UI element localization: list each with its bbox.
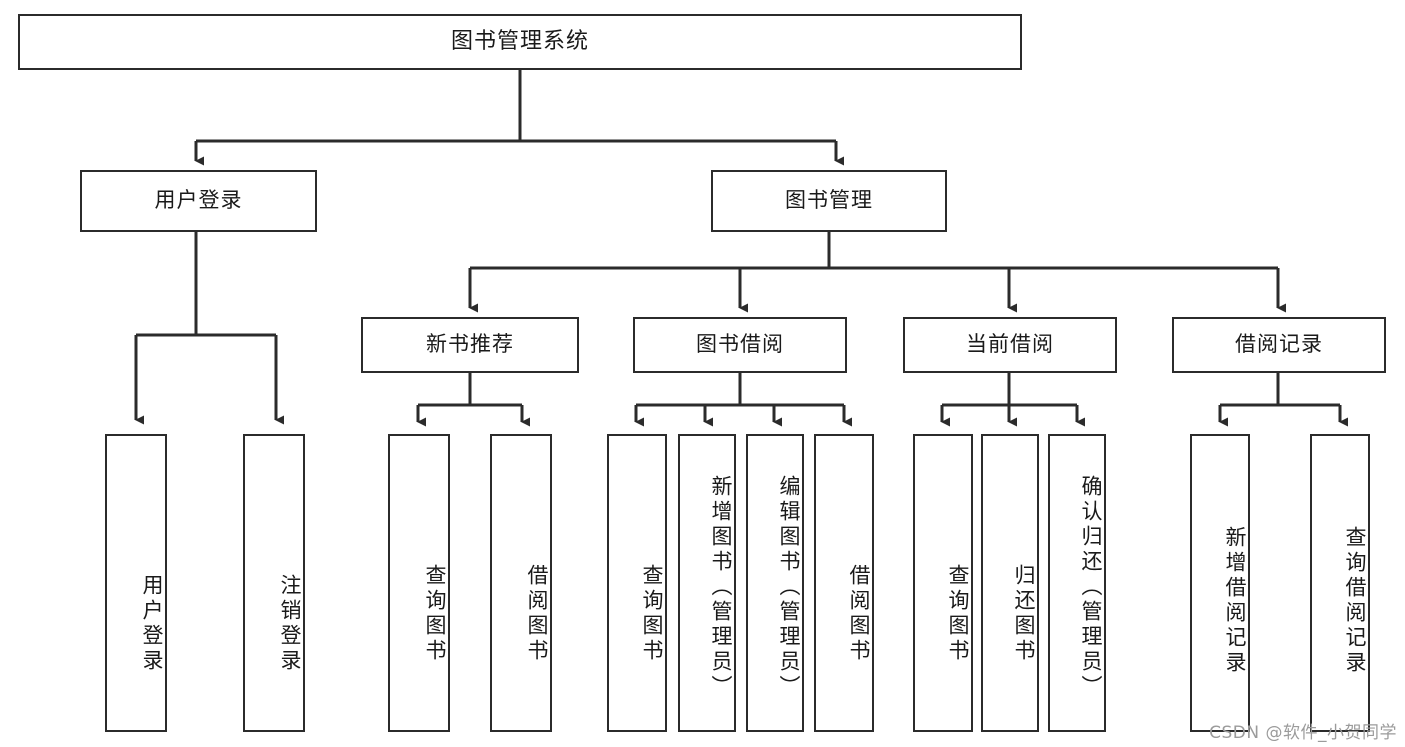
node-leaf-label: 查询借阅记录 xyxy=(1343,526,1367,676)
node-leaf-book-borrow-edit-book-admin[interactable]: 编辑图书（管理员） xyxy=(746,434,804,732)
node-leaf-book-borrow-add-book-admin[interactable]: 新增图书（管理员） xyxy=(678,434,736,732)
node-leaf-user-login-login[interactable]: 用户登录 xyxy=(105,434,167,732)
node-leaf-book-borrow-borrow-book[interactable]: 借阅图书 xyxy=(814,434,874,732)
node-leaf-new-book-borrow-book[interactable]: 借阅图书 xyxy=(490,434,552,732)
node-current-borrow[interactable]: 当前借阅 xyxy=(903,317,1117,373)
node-leaf-label: 新增图书（管理员） xyxy=(709,474,733,700)
node-book-management-label: 图书管理 xyxy=(785,188,873,213)
node-leaf-label: 编辑图书（管理员） xyxy=(777,474,801,700)
node-new-book-recommend[interactable]: 新书推荐 xyxy=(361,317,579,373)
node-leaf-label: 查询图书 xyxy=(423,564,447,664)
csdn-watermark: CSDN @软件_小贺同学 xyxy=(1209,723,1397,743)
node-new-book-recommend-label: 新书推荐 xyxy=(426,332,514,357)
node-leaf-user-login-logout[interactable]: 注销登录 xyxy=(243,434,305,732)
node-leaf-label: 借阅图书 xyxy=(525,564,549,664)
node-leaf-new-book-query-book[interactable]: 查询图书 xyxy=(388,434,450,732)
node-book-borrow[interactable]: 图书借阅 xyxy=(633,317,847,373)
node-leaf-book-borrow-query-book[interactable]: 查询图书 xyxy=(607,434,667,732)
node-leaf-label: 查询图书 xyxy=(640,564,664,664)
node-leaf-label: 新增借阅记录 xyxy=(1223,526,1247,676)
node-leaf-current-borrow-confirm-return-admin[interactable]: 确认归还（管理员） xyxy=(1048,434,1106,732)
node-leaf-current-borrow-return-book[interactable]: 归还图书 xyxy=(981,434,1039,732)
node-user-login[interactable]: 用户登录 xyxy=(80,170,317,232)
node-leaf-label: 用户登录 xyxy=(140,574,164,674)
node-leaf-label: 确认归还（管理员） xyxy=(1079,474,1103,700)
node-borrow-record[interactable]: 借阅记录 xyxy=(1172,317,1386,373)
node-leaf-label: 借阅图书 xyxy=(847,564,871,664)
node-leaf-borrow-record-add-record[interactable]: 新增借阅记录 xyxy=(1190,434,1250,732)
node-leaf-label: 查询图书 xyxy=(946,564,970,664)
node-book-management[interactable]: 图书管理 xyxy=(711,170,947,232)
node-borrow-record-label: 借阅记录 xyxy=(1235,332,1323,357)
node-root-label: 图书管理系统 xyxy=(450,28,589,54)
node-current-borrow-label: 当前借阅 xyxy=(966,332,1054,357)
node-leaf-current-borrow-query-book[interactable]: 查询图书 xyxy=(913,434,973,732)
node-book-borrow-label: 图书借阅 xyxy=(696,332,784,357)
node-leaf-label: 注销登录 xyxy=(278,574,302,674)
node-leaf-label: 归还图书 xyxy=(1012,564,1036,664)
node-user-login-label: 用户登录 xyxy=(154,188,243,213)
node-root-book-management-system[interactable]: 图书管理系统 xyxy=(18,14,1022,70)
node-leaf-borrow-record-query-record[interactable]: 查询借阅记录 xyxy=(1310,434,1370,732)
